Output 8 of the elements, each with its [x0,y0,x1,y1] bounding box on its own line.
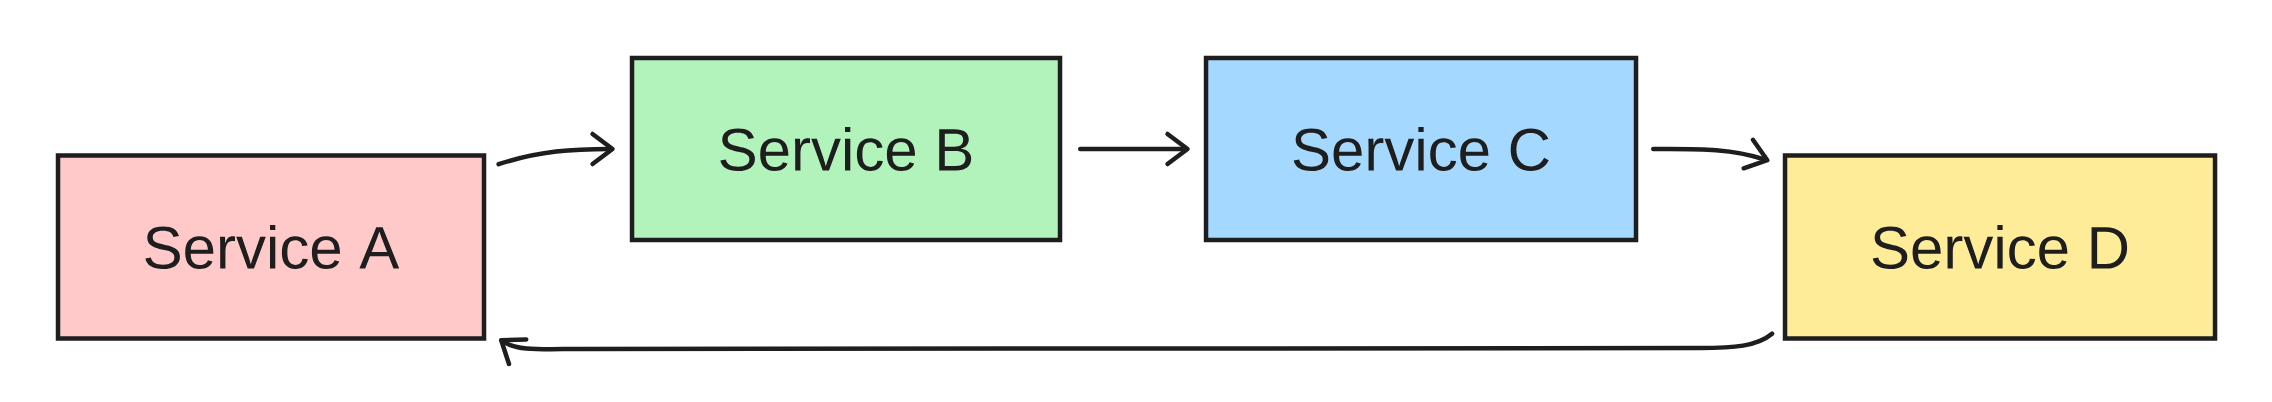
service-box: Service A [55,153,487,341]
arrow [1078,131,1190,167]
arrow [498,331,1775,367]
service-box: Service D [1782,153,2218,341]
service-box: Service B [629,55,1063,243]
service-box: Service C [1203,55,1639,243]
arrow [1651,137,1770,171]
arrow [496,131,615,167]
